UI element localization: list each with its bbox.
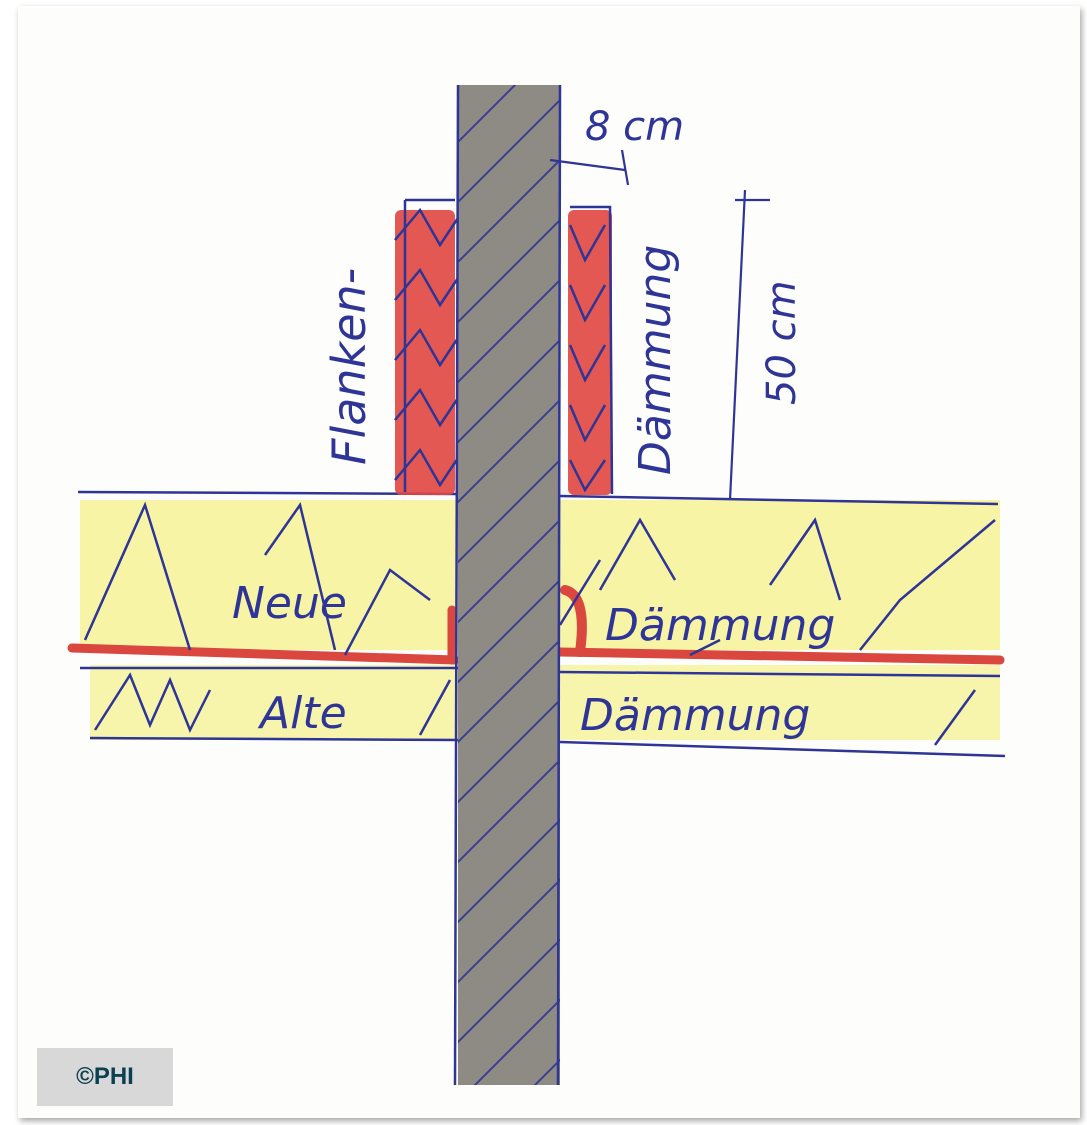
label-50cm: 50 cm: [759, 280, 805, 405]
label-daemmung-new: Dämmung: [605, 600, 835, 651]
label-8cm: 8 cm: [585, 104, 684, 150]
flank-insulation: [394, 198, 614, 495]
label-neue: Neue: [232, 578, 347, 629]
label-daemmung-old: Dämmung: [580, 690, 810, 741]
label-alte: Alte: [257, 688, 347, 739]
copyright-badge: ©PHI: [37, 1048, 173, 1106]
label-daemmung-vertical: Dämmung: [630, 245, 681, 475]
airtight-layer: [67, 585, 1005, 665]
wall: [453, 84, 562, 1086]
label-flanken: Flanken-: [322, 268, 376, 465]
layer-lines: [77, 490, 1006, 758]
old-insulation-layer: [90, 665, 1000, 740]
dimension-lines: [549, 149, 770, 501]
insulation-zigzag: [83, 501, 996, 746]
copyright-text: ©PHI: [76, 1063, 134, 1090]
